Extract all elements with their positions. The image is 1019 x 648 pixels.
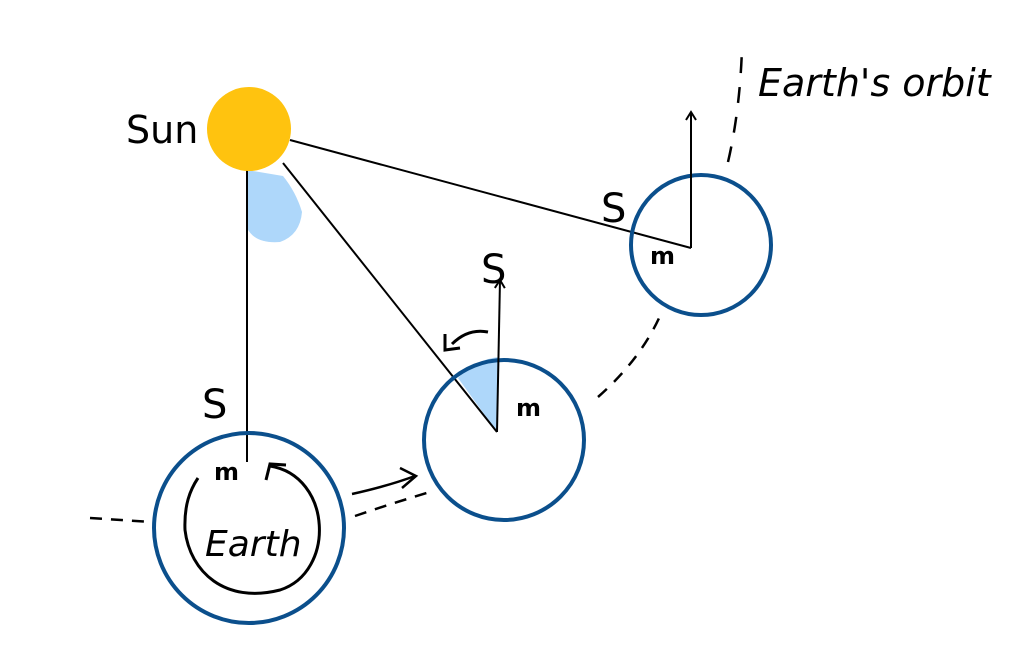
orbit-dash-3-up — [726, 47, 744, 163]
meridian-label-2: m — [516, 394, 541, 422]
orbit-dash-left — [89, 516, 153, 524]
distance-label-1: S — [202, 382, 227, 428]
sun-to-position2-line — [282, 162, 498, 433]
meridian-label-3: m — [650, 242, 675, 270]
small-rotation-arrow — [450, 329, 489, 346]
rotation-arrow — [183, 464, 321, 595]
meridian-label-1: m — [214, 458, 239, 486]
orbit-label: Earth's orbit — [758, 61, 993, 105]
sun-label: Sun — [126, 108, 198, 152]
earth-label: Earth — [205, 524, 302, 565]
position2-angle-wedge — [458, 357, 498, 432]
sun-disk — [207, 87, 291, 171]
position2-pointer-arrow — [494, 278, 506, 433]
earth-position-1 — [152, 431, 346, 625]
orbit-arrow-1-2 — [351, 474, 416, 496]
orbit-dash-2-3 — [597, 315, 662, 398]
sun-angle-wedge — [247, 170, 302, 243]
earth-position-2 — [422, 358, 586, 522]
distance-label-3: S — [601, 186, 626, 232]
orbit-dash-1-2 — [354, 490, 431, 518]
rotation-arrowhead — [264, 462, 287, 481]
earth-position-3 — [629, 173, 773, 317]
sun-to-position3-line — [289, 139, 692, 249]
small-rotation-arrowhead — [443, 334, 461, 352]
orbit-arrowhead-1-2 — [399, 466, 419, 489]
distance-label-2: S — [481, 247, 506, 293]
